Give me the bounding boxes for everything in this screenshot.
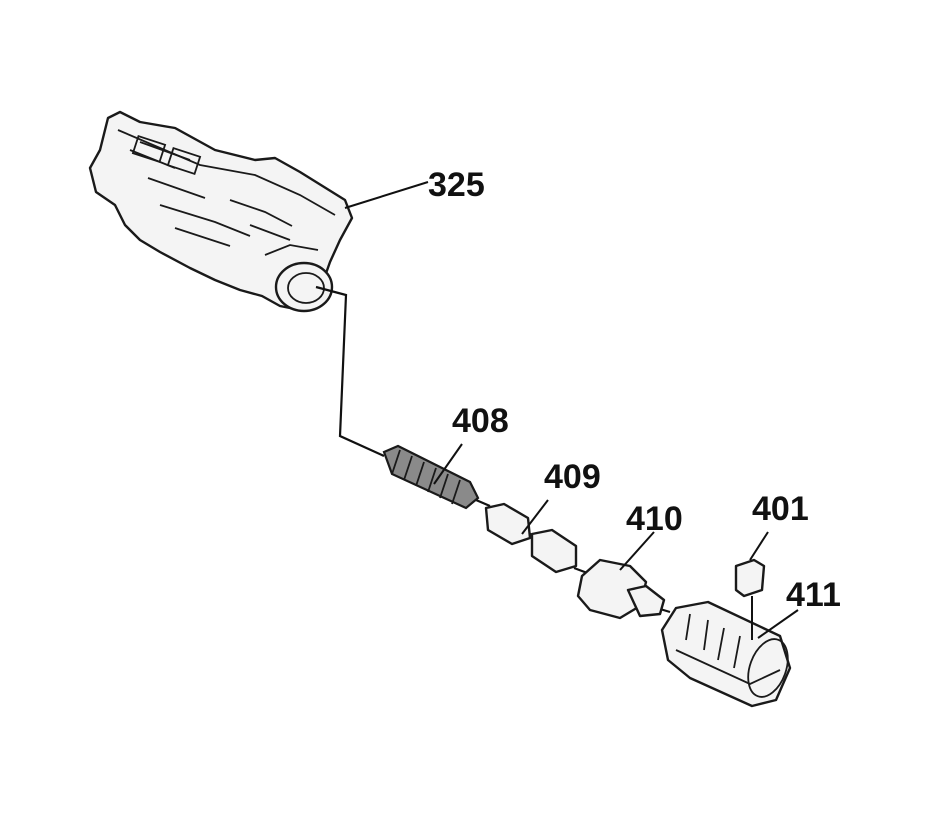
callout-label-410: 410: [626, 500, 683, 538]
leader-411: [757, 609, 799, 639]
callout-label-408: 408: [452, 402, 509, 440]
leader-325: [344, 181, 429, 209]
valve-410: [576, 558, 666, 620]
plug-401: [734, 558, 766, 598]
leader-408: [433, 443, 463, 485]
callout-label-401: 401: [752, 490, 809, 528]
sleeve-housing-411: [660, 600, 792, 708]
leader-401: [749, 531, 769, 561]
spring-408: [382, 444, 480, 510]
valve-body-housing: [88, 110, 354, 313]
leader-409: [521, 499, 549, 535]
callout-label-409: 409: [544, 458, 601, 496]
callout-label-411: 411: [786, 576, 841, 614]
valve-409: [484, 502, 578, 574]
callout-label-325: 325: [428, 166, 485, 204]
leader-410: [619, 531, 655, 571]
